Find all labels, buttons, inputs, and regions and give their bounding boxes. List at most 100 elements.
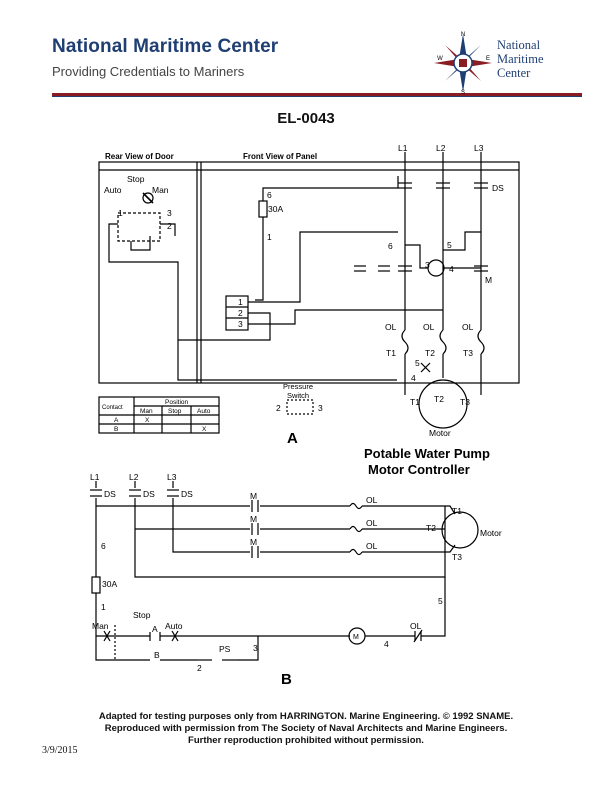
motor-b (441, 511, 479, 549)
diagram-a-label: A (287, 430, 298, 447)
logo-wordmark: National Maritime Center (497, 38, 544, 80)
compass-s: S (461, 90, 465, 96)
table-col-man: Man (140, 408, 153, 415)
ps-label-b: PS (219, 644, 231, 654)
terminal-5-contactor: 5 (447, 240, 452, 250)
front-view-label: Front View of Panel (243, 152, 317, 161)
t1-label-b: T1 (452, 506, 462, 516)
ol-label-2: OL (423, 322, 435, 332)
table-position-header: Position (165, 399, 189, 406)
stop-label: Stop (127, 174, 145, 184)
t2-label-b: T2 (426, 523, 436, 533)
contact-a-label: A (152, 624, 158, 634)
wire-6-b: 6 (101, 541, 106, 551)
compass-n: N (461, 32, 465, 38)
diagram-b (90, 481, 479, 661)
coil-m-a (427, 259, 445, 277)
fuse-30a (258, 200, 268, 218)
stop-label-b: Stop (133, 610, 151, 620)
logo-line-3: Center (497, 66, 531, 80)
compass-logo-icon: N W E S (434, 32, 492, 96)
t2-label-motor: T2 (434, 394, 444, 404)
ps-terminal-2: 2 (276, 403, 281, 413)
ol-label-b-1: OL (366, 495, 378, 505)
header-subtitle: Providing Credentials to Mariners (52, 64, 245, 79)
m-label-b-3: M (250, 537, 257, 547)
tb-2: 2 (238, 308, 243, 318)
compass-e: E (486, 56, 490, 62)
logo-line-2: Maritime (497, 52, 544, 66)
line-l2-b: L2 (129, 472, 139, 482)
motor-label-b: Motor (480, 528, 502, 538)
table-row-b-auto: X (202, 426, 207, 433)
m-label-a: M (485, 275, 492, 285)
pressure-switch-a (286, 399, 314, 415)
pressure-label-2: Switch (287, 391, 309, 400)
terminal-3-rear: 3 (167, 208, 172, 218)
t3-label-b: T3 (452, 552, 462, 562)
tb-1: 1 (238, 297, 243, 307)
m-label-b-2: M (250, 514, 257, 524)
tb-3: 3 (238, 319, 243, 329)
header-divider-blue (52, 96, 582, 97)
wire-2-b: 2 (197, 663, 202, 673)
terminal-4-coil: 4 (449, 264, 454, 274)
overload-heater-t2 (439, 329, 447, 355)
terminal-4-ol: 4 (411, 373, 416, 383)
contact-b-label: B (154, 650, 160, 660)
auto-label: Auto (104, 185, 122, 195)
caption-line-1: Adapted for testing purposes only from H… (98, 711, 514, 722)
pressure-label-1: Pressure (283, 382, 313, 391)
rear-view-label: Rear View of Door (105, 152, 174, 161)
diagram-b-label: B (281, 671, 292, 688)
table-col-auto: Auto (197, 408, 211, 415)
ol-label-b-3: OL (366, 541, 378, 551)
overload-b-1 (349, 502, 363, 510)
motor-label-a: Motor (429, 428, 451, 438)
t3-label-upper: T3 (463, 348, 473, 358)
t1-label-upper: T1 (386, 348, 396, 358)
terminal-6-contactor: 6 (388, 241, 393, 251)
terminal-3-coil: 3 (425, 260, 430, 270)
table-row-a-contact: A (114, 417, 119, 424)
terminal-6-front: 6 (267, 190, 272, 200)
wire-4-b: 4 (384, 639, 389, 649)
document-id: EL-0043 (277, 110, 335, 127)
caption-line-2: Reproduced with permission from The Soci… (104, 723, 508, 734)
wire-1-b: 1 (101, 602, 106, 612)
overload-b-3 (349, 548, 363, 556)
terminal-2-rear: 2 (167, 221, 172, 231)
t2-label-upper: T2 (425, 348, 435, 358)
diagram-a (98, 152, 520, 434)
man-label-b: Man (92, 621, 109, 631)
table-col-contact: Contact (102, 405, 123, 411)
overload-heater-t1 (401, 329, 409, 355)
ds-label-b-1: DS (104, 489, 116, 499)
diagram-b-labels: Potable Water Pump Motor Controller L1 L… (90, 446, 502, 688)
fuse-b-30a (91, 576, 101, 594)
ds-label-b-3: DS (181, 489, 193, 499)
motor-a (418, 379, 468, 429)
coil-label-b: M (353, 634, 359, 641)
line-l3-a: L3 (474, 143, 484, 153)
ol-label-1: OL (385, 322, 397, 332)
ds-label-b-2: DS (143, 489, 155, 499)
line-l1-b: L1 (90, 472, 100, 482)
header-title: National Maritime Center (52, 36, 279, 57)
ol-label-b-2: OL (366, 518, 378, 528)
terminal-5-ol: 5 (415, 358, 420, 368)
overload-b-2 (349, 525, 363, 533)
auto-label-b: Auto (165, 621, 183, 631)
wire-3-b: 3 (253, 643, 258, 653)
diagram-a-labels: Rear View of Door Front View of Panel St… (102, 143, 504, 447)
fuse-label-b: 30A (102, 579, 117, 589)
terminal-1-rear: 1 (118, 208, 123, 218)
document-date: 3/9/2015 (42, 745, 78, 756)
t3-label-motor: T3 (460, 397, 470, 407)
line-l3-b: L3 (167, 472, 177, 482)
ol-label-3: OL (462, 322, 474, 332)
m-label-b-1: M (250, 491, 257, 501)
enclosure-outline (98, 161, 520, 384)
